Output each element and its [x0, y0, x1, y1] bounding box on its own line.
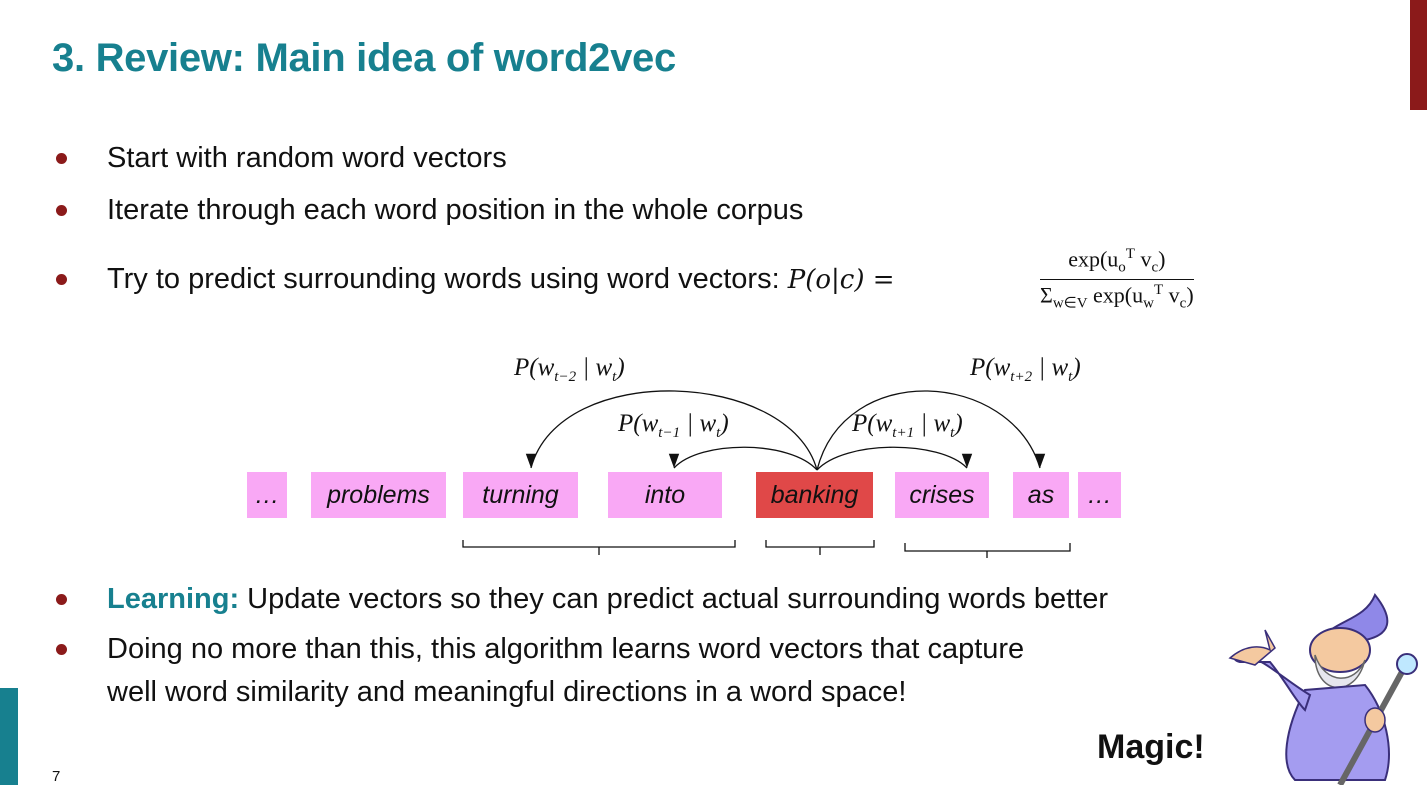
bullet-icon: [56, 594, 67, 605]
bullet-icon: [56, 205, 67, 216]
word-box: …: [1078, 472, 1121, 518]
magic-text: Magic!: [1097, 728, 1205, 766]
arrow-t-minus-1: [668, 446, 818, 471]
word-box: into: [608, 472, 722, 518]
brace-center: [765, 540, 875, 555]
bullet-text-continued: well word similarity and meaningful dire…: [107, 676, 907, 708]
word-box: problems: [311, 472, 446, 518]
accent-bar-right: [1410, 0, 1427, 110]
bullet-text: Start with random word vectors: [107, 142, 507, 174]
formula-lhs: P(o|c) =: [787, 265, 895, 295]
prob-label-t-plus-2: P(w_{t+2} | w_t): [970, 354, 1081, 385]
bullet-icon: [56, 153, 67, 164]
bullet-icon: [56, 644, 67, 655]
bullet-text-part: Try to predict surrounding words using w…: [107, 263, 788, 295]
bullet-text: Try to predict surrounding words using w…: [107, 261, 895, 298]
word-box: …: [247, 472, 287, 518]
softmax-fraction: exp(u_o^T v_c) Σ_{w∈V} exp(u_w^T v_c): [1040, 246, 1194, 312]
bullet-text: Doing no more than this, this algorithm …: [107, 633, 1025, 665]
formula-numerator: exp(u_o^T v_c): [1040, 246, 1194, 280]
wizard-icon: [1228, 593, 1418, 785]
center-word-box: banking: [756, 472, 873, 518]
accent-bar-left: [0, 688, 18, 785]
brace-left: [462, 540, 736, 555]
arrow-t-plus-2: [816, 390, 1046, 471]
prob-label-t-minus-1: P(w_{t−1} | w_t): [618, 410, 729, 441]
arrow-t-plus-1: [816, 446, 973, 471]
word-box: as: [1013, 472, 1069, 518]
bullet-text: Iterate through each word position in th…: [107, 194, 804, 226]
learning-text: Update vectors so they can predict actua…: [239, 583, 1108, 615]
page-number: 7: [52, 768, 61, 785]
bullet-text: Learning: Update vectors so they can pre…: [107, 581, 1108, 617]
brace-right: [904, 543, 1071, 558]
word-box: crises: [895, 472, 989, 518]
arrow-t-minus-2: [525, 390, 818, 471]
prob-label-t-minus-2: P(w_{t−2} | w_t): [514, 354, 625, 385]
bullet-icon: [56, 274, 67, 285]
formula-denominator: Σ_{w∈V} exp(u_w^T v_c): [1040, 281, 1194, 312]
word-box: turning: [463, 472, 578, 518]
prob-label-t-plus-1: P(w_{t+1} | w_t): [852, 410, 963, 441]
learning-label: Learning:: [107, 583, 240, 615]
slide-title: 3. Review: Main idea of word2vec: [52, 36, 676, 80]
